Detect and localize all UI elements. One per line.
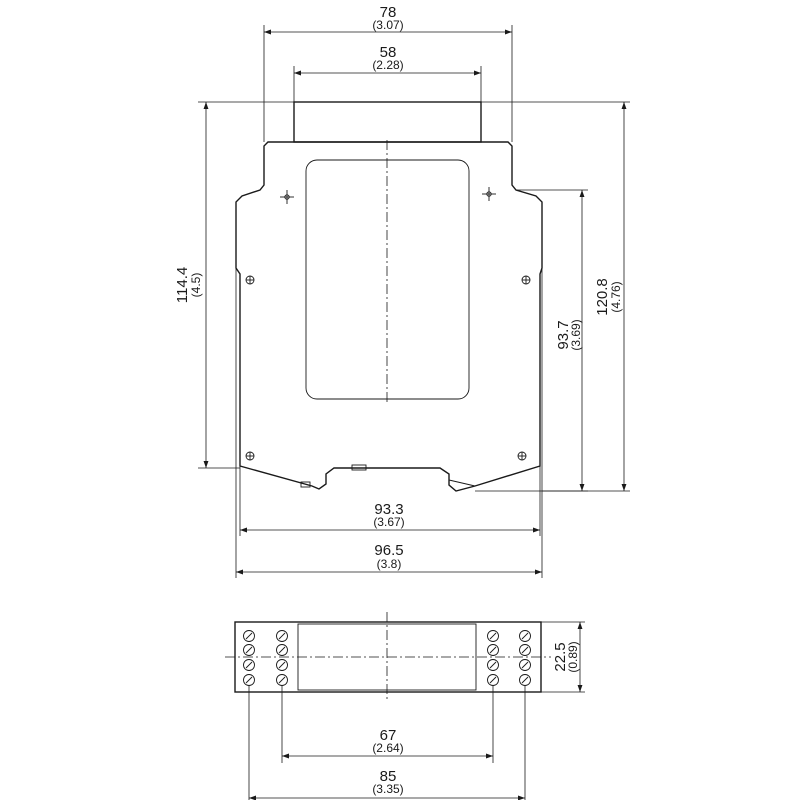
svg-text:78: 78 xyxy=(380,4,397,21)
svg-text:22.5: 22.5 xyxy=(552,642,569,671)
svg-text:(2.28): (2.28) xyxy=(372,58,403,72)
dim-width-cap: 58 (2.28) xyxy=(293,44,482,102)
svg-text:(0.89): (0.89) xyxy=(566,641,580,672)
svg-text:93.3: 93.3 xyxy=(374,501,403,518)
screw-icon xyxy=(245,275,531,461)
svg-text:120.8: 120.8 xyxy=(594,278,611,316)
svg-text:(2.64): (2.64) xyxy=(372,741,403,755)
dim-height-mid: 93.7 (3.69) xyxy=(475,189,588,492)
dim-height-left: 114.4 (4.5) xyxy=(174,101,294,469)
dim-height-right: 120.8 (4.76) xyxy=(481,101,630,492)
latch-tab xyxy=(351,464,367,471)
dim-width-top: 78 (3.07) xyxy=(263,4,513,142)
dim-depth-inner: 93.3 (3.67) xyxy=(239,466,541,536)
svg-text:114.4: 114.4 xyxy=(174,267,191,303)
terminal-screw-icon xyxy=(243,630,531,686)
dim-top-width: 22.5 (0.89) xyxy=(541,621,585,693)
svg-text:(4.5): (4.5) xyxy=(189,273,203,298)
dim-top-length: 85 (3.35) xyxy=(248,686,526,800)
top-cap xyxy=(293,101,482,143)
svg-text:58: 58 xyxy=(380,44,397,61)
svg-text:67: 67 xyxy=(380,727,397,744)
crosshair-marks xyxy=(280,187,496,204)
svg-text:96.5: 96.5 xyxy=(374,542,403,559)
rail-edge xyxy=(448,479,476,487)
svg-text:(3.8): (3.8) xyxy=(377,557,402,571)
dim-depth-outer: 96.5 (3.8) xyxy=(235,268,543,578)
svg-text:(4.76): (4.76) xyxy=(609,281,623,312)
front-window xyxy=(305,159,470,400)
svg-text:85: 85 xyxy=(380,768,397,785)
svg-text:(3.69): (3.69) xyxy=(569,319,583,350)
dim-terminal-span: 67 (2.64) xyxy=(281,686,494,763)
latch-slot xyxy=(300,481,311,488)
svg-text:93.7: 93.7 xyxy=(555,320,572,349)
side-view: 78 (3.07) 58 (2.28) 114.4 (4.5) 93.7 (3.… xyxy=(174,4,630,578)
housing-outline xyxy=(235,141,543,492)
svg-text:(3.07): (3.07) xyxy=(372,18,403,32)
top-view: 22.5 (0.89) 67 (2.64) 85 (3.35) xyxy=(225,612,585,800)
svg-text:(3.67): (3.67) xyxy=(373,515,404,529)
svg-text:(3.35): (3.35) xyxy=(372,782,403,796)
